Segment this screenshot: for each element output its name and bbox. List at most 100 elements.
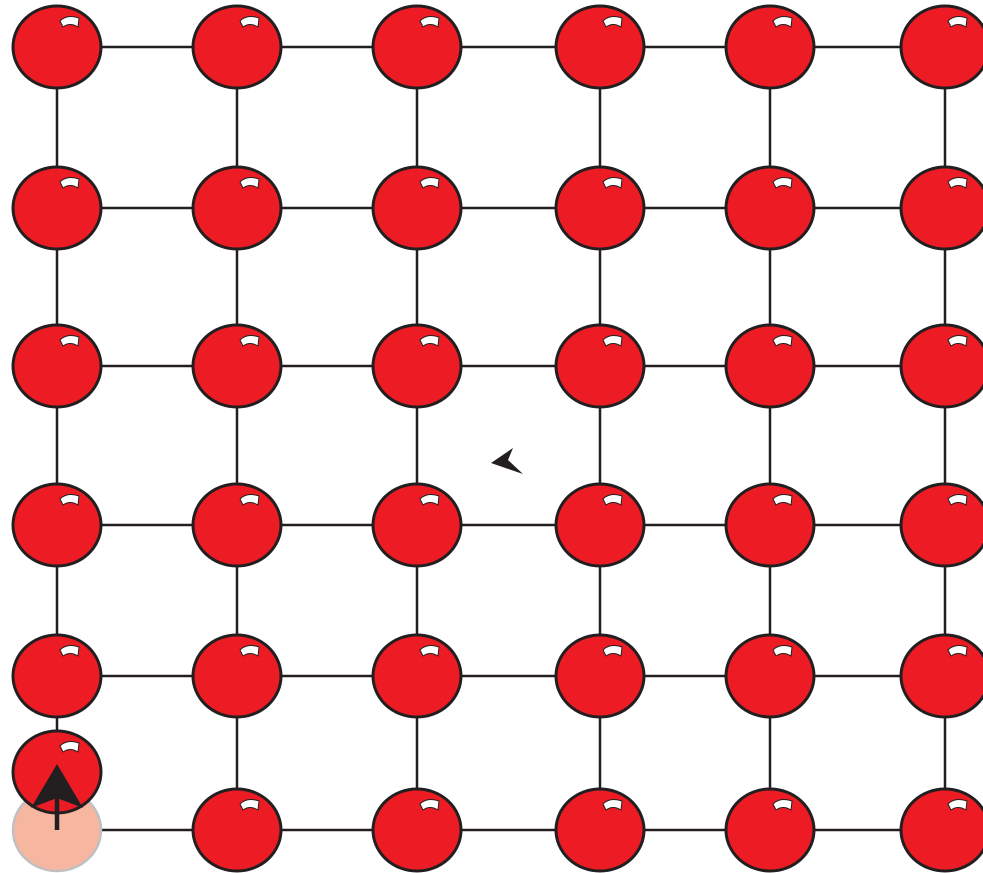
sphere-body — [11, 4, 103, 90]
sphere-body — [724, 165, 816, 251]
sphere-body — [899, 787, 983, 873]
atom — [554, 633, 646, 719]
sphere-body — [899, 633, 983, 719]
sphere-body — [554, 633, 646, 719]
sphere-body — [554, 482, 646, 568]
sphere-body — [11, 482, 103, 568]
atom — [371, 482, 463, 568]
sphere-highlight — [239, 335, 260, 347]
sphere-body — [554, 165, 646, 251]
sphere-highlight — [419, 16, 440, 28]
sphere-highlight — [772, 16, 793, 28]
sphere-body — [724, 633, 816, 719]
arrowhead-icon — [491, 448, 523, 474]
sphere-body — [371, 4, 463, 90]
atom — [11, 165, 103, 251]
sphere-highlight — [419, 645, 440, 657]
sphere-highlight — [419, 799, 440, 811]
sphere-highlight — [602, 494, 623, 506]
annotation-layer — [31, 448, 523, 830]
sphere-body — [191, 482, 283, 568]
atom — [554, 165, 646, 251]
bonds-layer — [55, 45, 947, 832]
atom — [899, 633, 983, 719]
atom — [371, 323, 463, 409]
atom — [724, 482, 816, 568]
atom — [554, 482, 646, 568]
sphere-body — [724, 4, 816, 90]
atom — [899, 165, 983, 251]
sphere-body — [371, 787, 463, 873]
sphere-highlight — [59, 741, 80, 753]
sphere-body — [899, 165, 983, 251]
atom — [191, 633, 283, 719]
sphere-highlight — [772, 177, 793, 189]
atom — [724, 787, 816, 873]
sphere-highlight — [419, 494, 440, 506]
sphere-highlight — [947, 335, 968, 347]
atom — [191, 4, 283, 90]
sphere-body — [554, 787, 646, 873]
sphere-highlight — [59, 16, 80, 28]
sphere-highlight — [239, 177, 260, 189]
atom — [724, 323, 816, 409]
atom — [554, 323, 646, 409]
sphere-body — [554, 323, 646, 409]
sphere-highlight — [59, 645, 80, 657]
atom — [371, 787, 463, 873]
sphere-highlight — [772, 335, 793, 347]
sphere-body — [11, 323, 103, 409]
sphere-body — [371, 323, 463, 409]
sphere-highlight — [947, 799, 968, 811]
sphere-highlight — [947, 645, 968, 657]
atom — [899, 323, 983, 409]
sphere-body — [191, 787, 283, 873]
sphere-body — [371, 633, 463, 719]
sphere-body — [11, 165, 103, 251]
sphere-highlight — [602, 645, 623, 657]
atom — [724, 633, 816, 719]
sphere-body — [554, 4, 646, 90]
sphere-highlight — [239, 799, 260, 811]
atom — [11, 323, 103, 409]
atom — [11, 4, 103, 90]
sphere-highlight — [59, 494, 80, 506]
atom — [11, 633, 103, 719]
sphere-highlight — [602, 799, 623, 811]
sphere-body — [191, 323, 283, 409]
sphere-highlight — [602, 335, 623, 347]
atom — [899, 4, 983, 90]
atom — [554, 4, 646, 90]
sphere-body — [899, 323, 983, 409]
sphere-highlight — [947, 177, 968, 189]
atom — [724, 165, 816, 251]
sphere-highlight — [772, 645, 793, 657]
sphere-highlight — [239, 494, 260, 506]
sphere-highlight — [947, 16, 968, 28]
sphere-highlight — [772, 799, 793, 811]
sphere-highlight — [59, 177, 80, 189]
sphere-highlight — [419, 177, 440, 189]
arrow-head — [31, 764, 83, 808]
sphere-highlight — [239, 645, 260, 657]
sphere-body — [371, 165, 463, 251]
atom — [554, 787, 646, 873]
atom — [899, 482, 983, 568]
atom — [724, 4, 816, 90]
sphere-body — [191, 4, 283, 90]
up-arrow-icon — [31, 764, 83, 830]
atom — [371, 633, 463, 719]
sphere-highlight — [772, 494, 793, 506]
sphere-highlight — [59, 335, 80, 347]
sphere-highlight — [602, 177, 623, 189]
sphere-body — [724, 323, 816, 409]
sphere-body — [724, 482, 816, 568]
atom — [371, 165, 463, 251]
sphere-highlight — [947, 494, 968, 506]
atom — [899, 787, 983, 873]
sphere-body — [11, 633, 103, 719]
sphere-body — [899, 482, 983, 568]
atom — [371, 4, 463, 90]
atom — [191, 323, 283, 409]
